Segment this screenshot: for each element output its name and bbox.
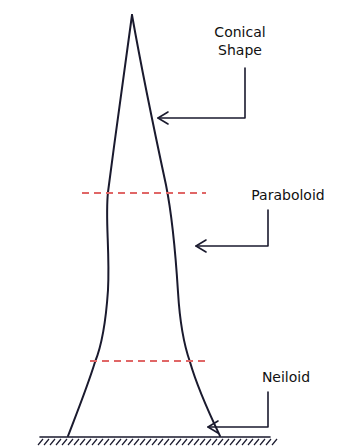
stem-outline-left [68, 15, 132, 436]
hatch-stroke [158, 439, 163, 445]
hatch-stroke [254, 439, 259, 445]
hatch-stroke [200, 439, 205, 445]
hatch-stroke [134, 439, 139, 445]
hatch-stroke [74, 439, 79, 445]
hatch-stroke [188, 439, 193, 445]
arrow-head [208, 421, 218, 433]
section-divider [82, 192, 206, 194]
hatch-stroke [104, 439, 109, 445]
hatch-stroke [152, 439, 157, 445]
hatch-stroke [260, 439, 265, 445]
hatch-stroke [170, 439, 175, 445]
hatch-stroke [128, 439, 133, 445]
hatch-stroke [92, 439, 97, 445]
hatch-stroke [122, 439, 127, 445]
hatch-stroke [50, 439, 55, 445]
hatch-stroke [116, 439, 121, 445]
arrow-head [158, 112, 168, 124]
hatch-stroke [224, 439, 229, 445]
hatch-stroke [194, 439, 199, 445]
hatch-stroke [230, 439, 235, 445]
hatch-stroke [236, 439, 241, 445]
section-label: Paraboloid [243, 187, 333, 205]
leader-line [158, 68, 245, 118]
hatch-stroke [140, 439, 145, 445]
hatch-stroke [248, 439, 253, 445]
hatch-stroke [80, 439, 85, 445]
hatch-stroke [68, 439, 73, 445]
hatch-stroke [266, 439, 271, 445]
hatch-stroke [110, 439, 115, 445]
hatch-stroke [218, 439, 223, 445]
hatch-stroke [212, 439, 217, 445]
ground-line [40, 436, 270, 438]
section-divider [90, 360, 210, 362]
section-label: Conical Shape [198, 24, 282, 59]
hatch-stroke [44, 439, 49, 445]
hatch-stroke [272, 439, 277, 445]
arrow-head [196, 240, 206, 252]
ground-hatching [38, 439, 277, 445]
hatch-stroke [62, 439, 67, 445]
hatch-stroke [206, 439, 211, 445]
hatch-stroke [86, 439, 91, 445]
hatch-stroke [98, 439, 103, 445]
section-label: Neiloid [246, 369, 326, 387]
hatch-stroke [146, 439, 151, 445]
hatch-stroke [56, 439, 61, 445]
hatch-stroke [38, 439, 43, 445]
hatch-stroke [242, 439, 247, 445]
leader-line [196, 210, 268, 246]
hatch-stroke [182, 439, 187, 445]
hatch-stroke [164, 439, 169, 445]
stem-outline-right [132, 15, 220, 436]
hatch-stroke [176, 439, 181, 445]
